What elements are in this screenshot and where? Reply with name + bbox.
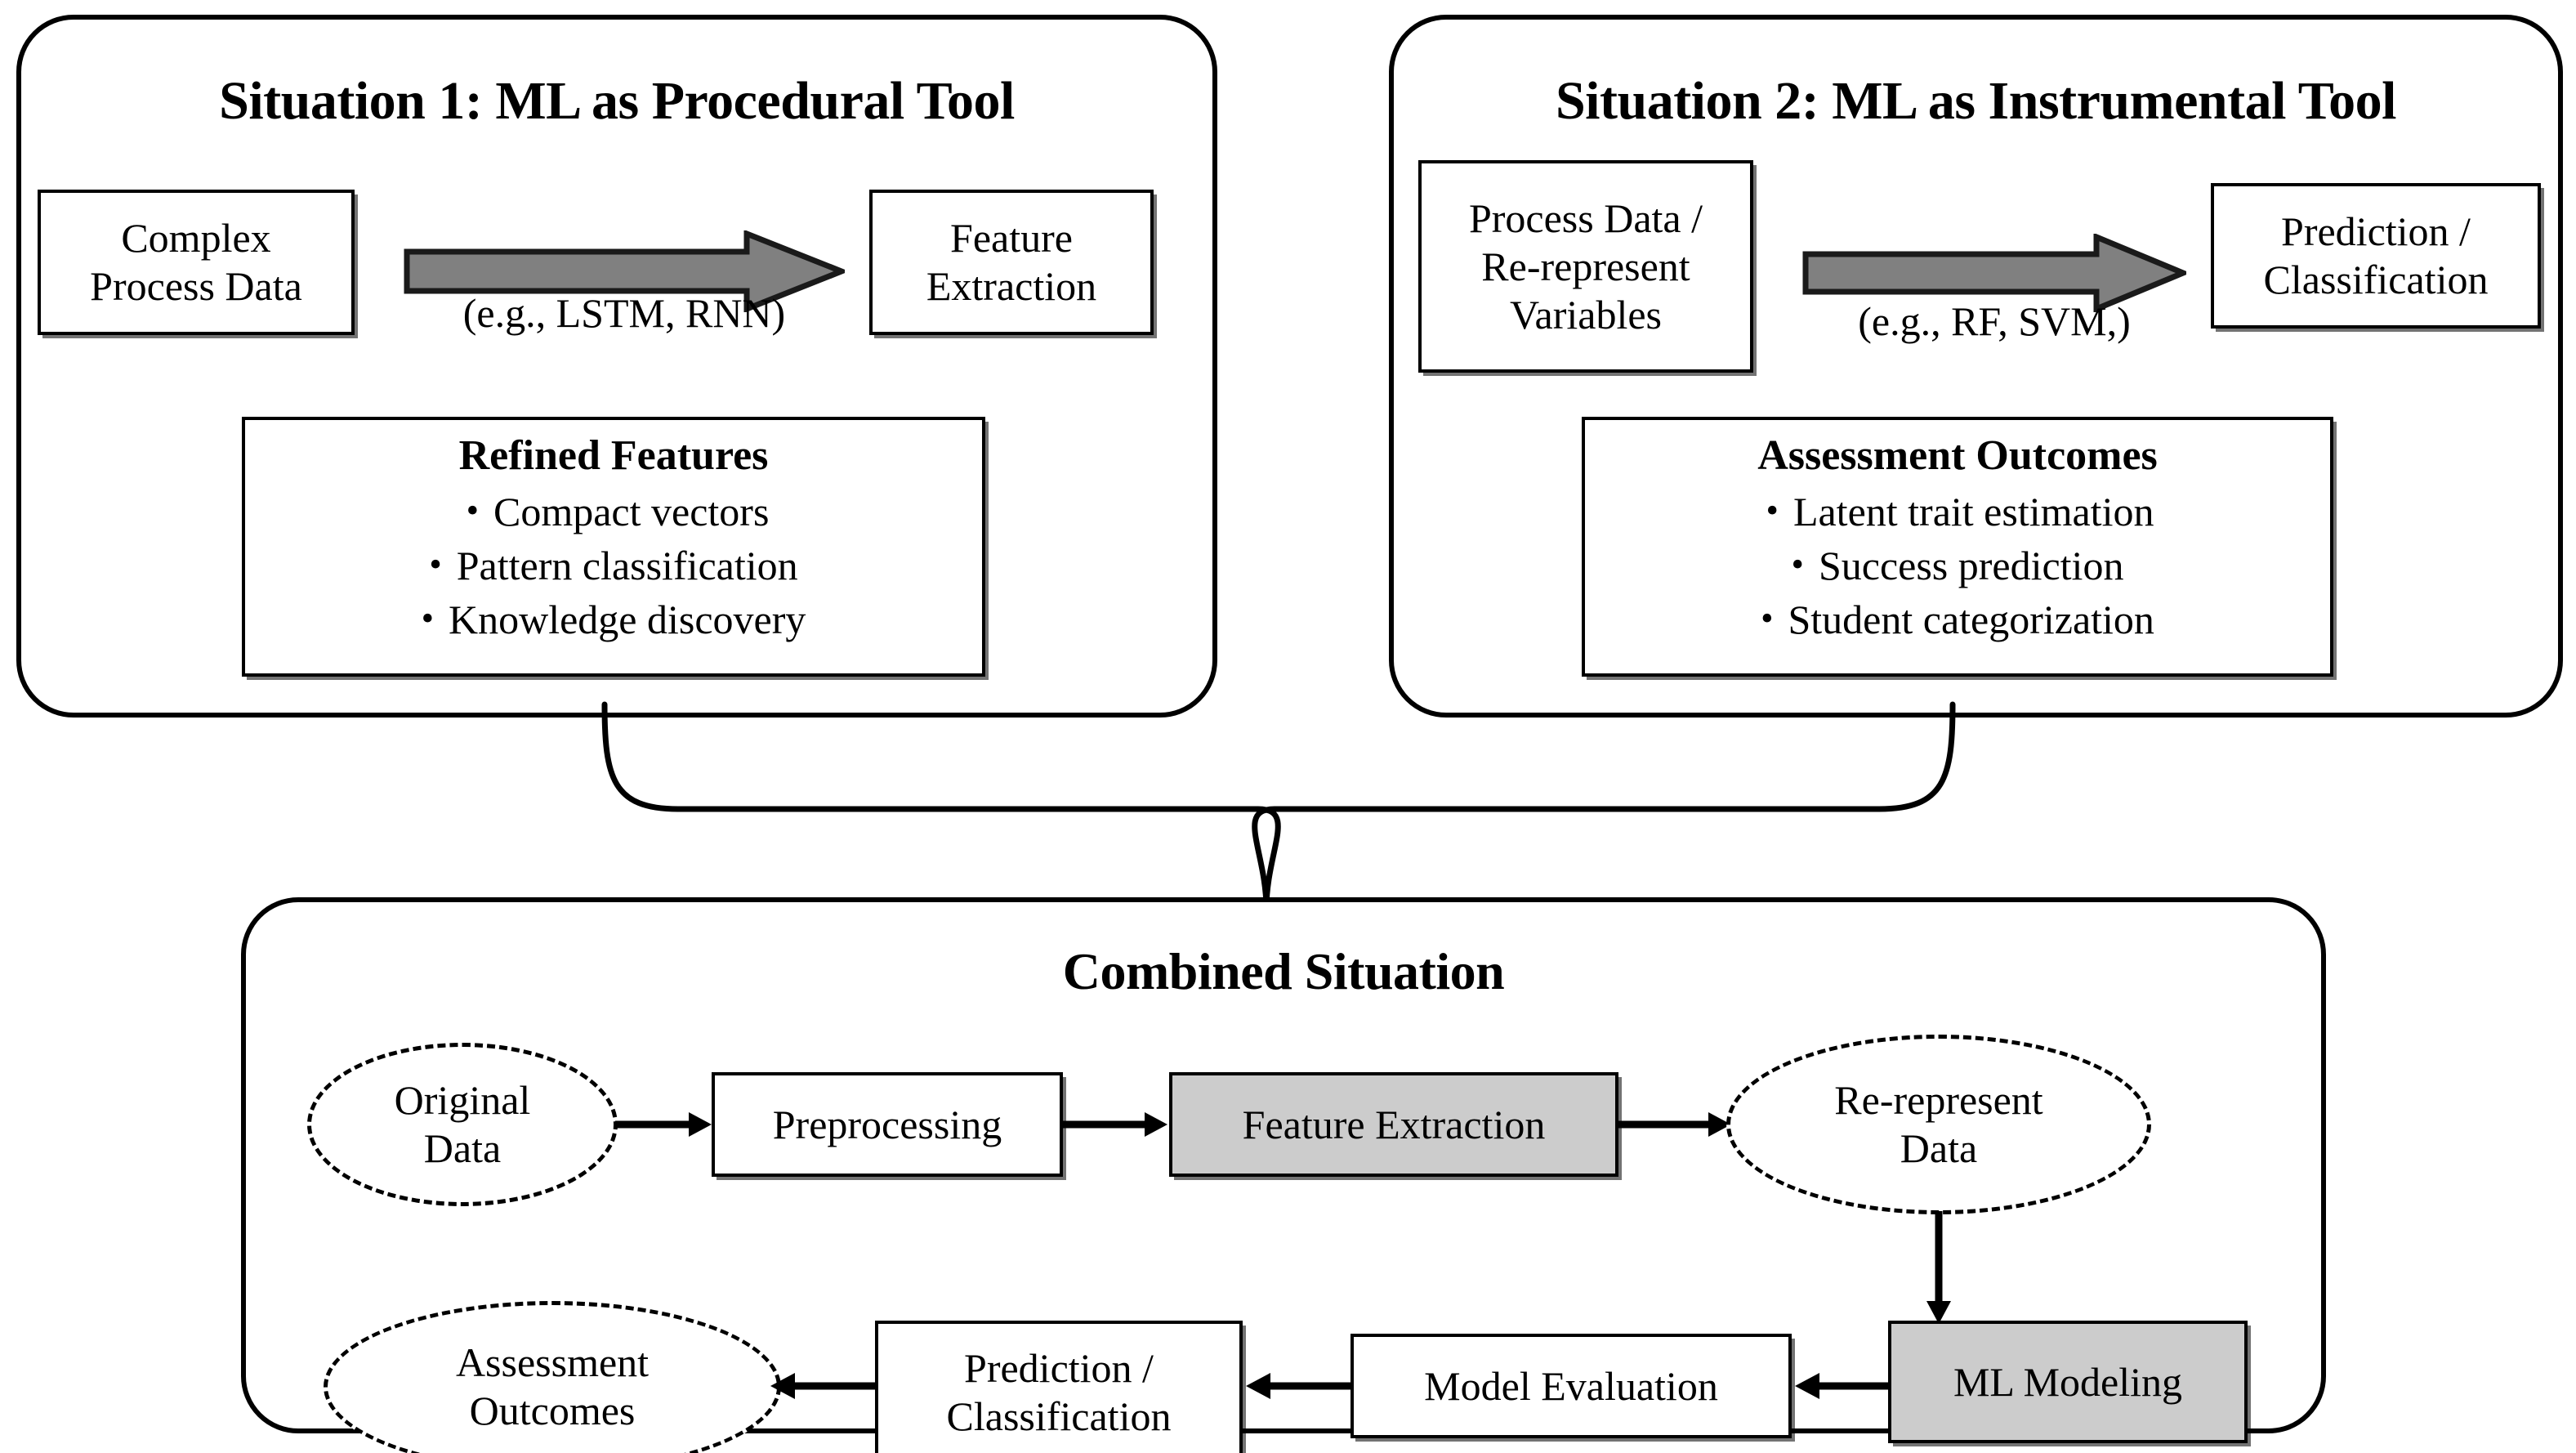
box-model-evaluation-label: Model Evaluation [1424,1362,1718,1409]
box-feature-extraction-s1: Feature Extraction [869,190,1154,335]
list-item-label: Pattern classification [456,543,798,588]
box-prediction-classification-combined-line1: Prediction / [964,1345,1154,1391]
listbox-assessment-outcomes: Assessment Outcomes • Latent trait estima… [1582,417,2333,677]
box-preprocessing-label: Preprocessing [772,1101,1002,1147]
ellipse-re-represent-data: Re-represent Data [1726,1035,2151,1214]
ellipse-re-represent-data-line1: Re-represent [1834,1077,2043,1123]
arrow-preprocessing-to-feature-extraction [1063,1108,1169,1141]
ellipse-assessment-outcomes: Assessment Outcomes [324,1301,781,1453]
bullet-icon: • [466,490,479,530]
panel-situation-1: Situation 1: ML as Procedural Tool Compl… [16,15,1217,718]
arrow-caption-situation-1: (e.g., LSTM, RNN) [462,290,786,336]
arrow-feature-extraction-to-re-represent [1618,1108,1733,1141]
panel-situation-2: Situation 2: ML as Instrumental Tool Pro… [1389,15,2563,718]
arrow-model-evaluation-to-prediction [1244,1370,1351,1402]
box-feature-extraction-combined-label: Feature Extraction [1242,1101,1546,1147]
list-item-label: Latent trait estimation [1792,489,2154,534]
bullet-icon: • [1761,598,1774,638]
box-prediction-classification-s2-line1: Prediction / [2281,208,2471,254]
list-item: • Student categorization [1585,592,2330,646]
panel-combined-situation: Combined Situation Original Data Preproc… [241,897,2326,1453]
arrow-caption-situation-2: (e.g., RF, SVM,) [1858,298,2131,344]
bullet-icon: • [1791,544,1804,584]
ellipse-assessment-outcomes-line1: Assessment [455,1339,650,1385]
list-item-label: Student categorization [1788,597,2154,642]
panel-title-situation-1: Situation 1: ML as Procedural Tool [219,71,1015,131]
panel-title-situation-2: Situation 2: ML as Instrumental Tool [1555,71,2397,131]
bullet-icon: • [429,544,442,584]
panel-title-combined: Combined Situation [1062,942,1505,1000]
list-item-label: Knowledge discovery [449,597,806,642]
listbox-assessment-outcomes-items: • Latent trait estimation • Success predic… [1585,485,2330,646]
block-arrow-situation-2 [1802,234,2186,312]
box-prediction-classification-s2: Prediction / Classification [2211,183,2541,329]
box-ml-modeling: ML Modeling [1888,1321,2248,1443]
box-process-data-line1: Process Data / [1468,194,1703,241]
arrow-prediction-to-assessment [769,1370,875,1402]
box-process-data-line2: Re-represent [1481,243,1690,289]
box-prediction-classification-combined-line2: Classification [946,1393,1172,1439]
brace-connector [490,701,2042,910]
listbox-refined-features-title: Refined Features [458,432,769,479]
list-item: • Knowledge discovery [245,592,982,646]
block-arrow-situation-1 [404,230,845,312]
list-item-label: Compact vectors [493,489,770,534]
box-complex-process-data-line1: Complex [121,215,271,261]
arrow-re-represent-to-ml-modeling [1921,1211,1957,1326]
box-feature-extraction-s1-line2: Extraction [926,263,1097,309]
box-ml-modeling-label: ML Modeling [1953,1358,2183,1405]
listbox-refined-features: Refined Features • Compact vectors • Patte… [242,417,985,677]
arrow-original-to-preprocessing [615,1108,713,1141]
box-model-evaluation: Model Evaluation [1351,1334,1792,1438]
list-item: • Compact vectors [245,485,982,539]
box-complex-process-data-line2: Process Data [90,263,302,309]
arrow-ml-modeling-to-model-evaluation [1793,1370,1888,1402]
list-item: • Success prediction [1585,539,2330,592]
box-feature-extraction-combined: Feature Extraction [1169,1072,1618,1177]
listbox-refined-features-items: • Compact vectors • Pattern classification… [245,485,982,646]
box-complex-process-data: Complex Process Data [38,190,355,335]
ellipse-original-data: Original Data [307,1043,618,1206]
list-item: • Pattern classification [245,539,982,592]
bullet-icon: • [421,598,434,638]
bullet-icon: • [1766,490,1779,530]
ellipse-original-data-line2: Data [423,1125,502,1171]
box-prediction-classification-combined: Prediction / Classification [875,1321,1243,1453]
box-feature-extraction-s1-line1: Feature [950,215,1073,261]
listbox-assessment-outcomes-title: Assessment Outcomes [1757,432,2158,479]
ellipse-assessment-outcomes-line2: Outcomes [469,1388,636,1433]
ellipse-re-represent-data-line2: Data [1900,1125,1978,1171]
list-item: • Latent trait estimation [1585,485,2330,539]
box-process-data-line3: Variables [1509,291,1663,338]
box-prediction-classification-s2-line2: Classification [2263,257,2489,302]
ellipse-original-data-line1: Original [394,1077,531,1123]
list-item-label: Success prediction [1818,543,2124,588]
box-process-data-re-represent: Process Data / Re-represent Variables [1418,160,1753,373]
box-preprocessing: Preprocessing [712,1072,1063,1177]
